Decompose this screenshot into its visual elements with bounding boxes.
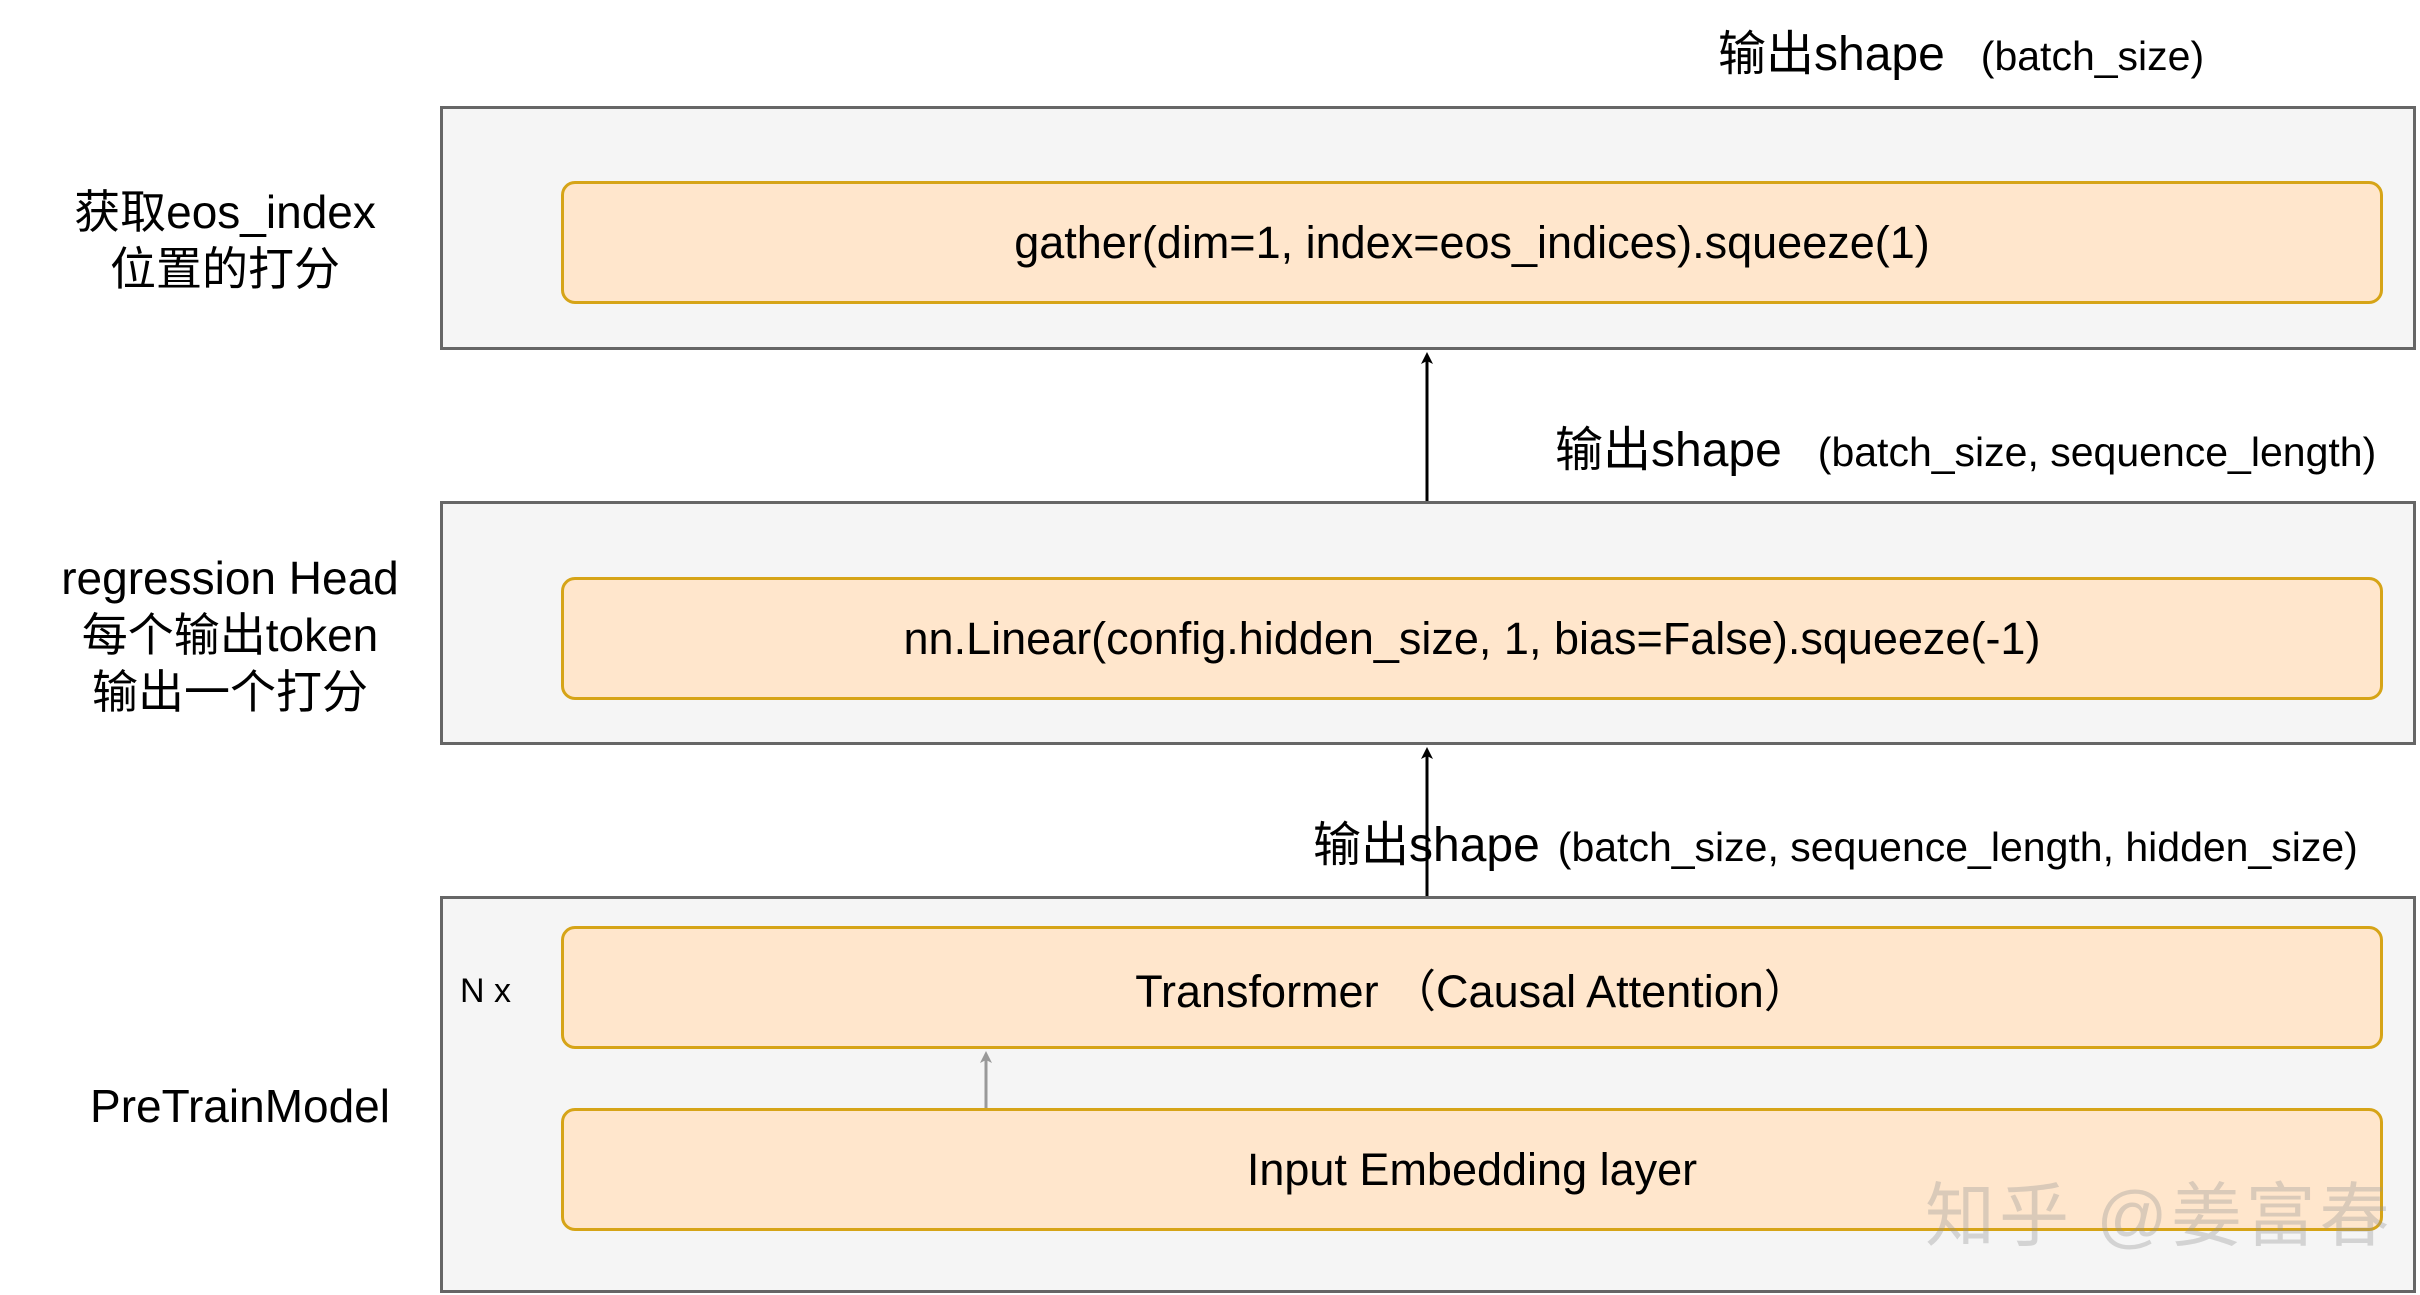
- gather-side-label-line: 获取eos_index: [74, 186, 376, 238]
- output-dims-text: (batch_size, sequence_length): [1817, 429, 2377, 475]
- watermark: 知乎 @姜富春: [1925, 1177, 2394, 1255]
- gather-side-label: 获取eos_index 位置的打分: [60, 184, 390, 298]
- top-output-shape-label: 输出shape (batch_size): [1718, 14, 2204, 84]
- repeat-marker: N x: [460, 972, 511, 1010]
- output-dims-text: (batch_size, sequence_length, hidden_siz…: [1557, 824, 2358, 870]
- regression-side-label-line: regression Head: [61, 552, 399, 604]
- output-shape-text: 输出shape: [1555, 424, 1782, 477]
- gather-block[interactable]: gather(dim=1, index=eos_indices).squeeze…: [561, 181, 2383, 304]
- regression-side-label-line: 每个输出token: [81, 609, 379, 661]
- regression-side-label: regression Head 每个输出token 输出一个打分: [30, 550, 430, 721]
- middle-output-shape-label: 输出shape (batch_size, sequence_length): [1555, 410, 2376, 480]
- output-dims-text: (batch_size): [1980, 33, 2205, 79]
- gather-side-label-line: 位置的打分: [110, 243, 340, 295]
- output-shape-text: 输出shape: [1718, 28, 1945, 81]
- regression-side-label-line: 输出一个打分: [92, 666, 368, 718]
- pretrain-side-label: PreTrainModel: [90, 1080, 390, 1132]
- linear-block[interactable]: nn.Linear(config.hidden_size, 1, bias=Fa…: [561, 577, 2383, 700]
- embedding-block[interactable]: Input Embedding layer: [561, 1108, 2383, 1231]
- transformer-block[interactable]: Transformer （Causal Attention）: [561, 926, 2383, 1049]
